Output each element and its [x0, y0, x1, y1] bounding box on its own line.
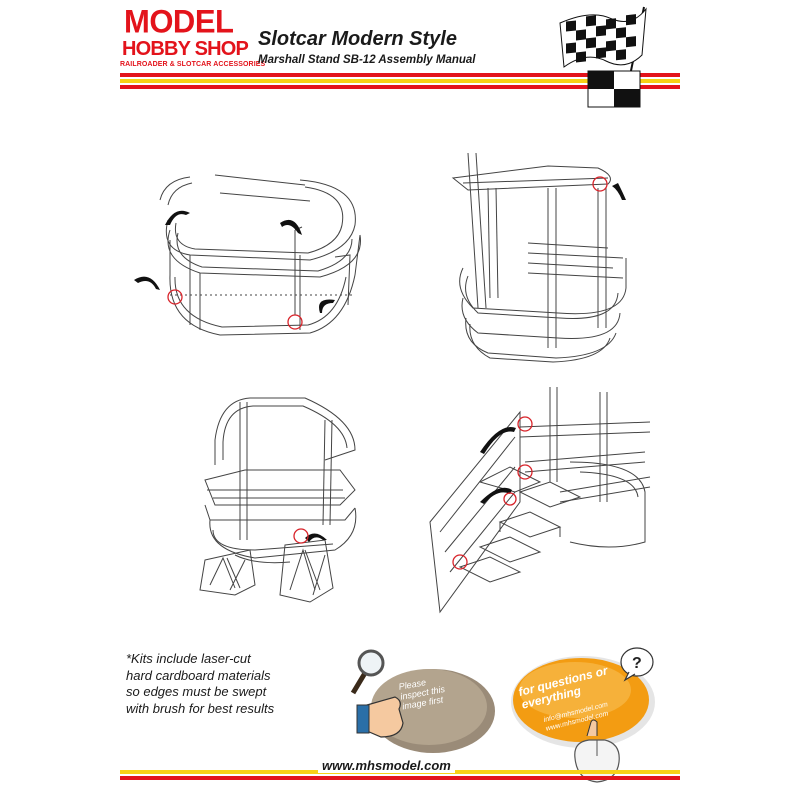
kit-note-line: *Kits include laser-cut: [126, 651, 251, 666]
footer-stripe-red: [120, 776, 680, 780]
page-subtitle: Marshall Stand SB-12 Assembly Manual: [258, 54, 476, 66]
assembly-step-4-drawing: [420, 382, 651, 614]
checkered-flag-icon: [552, 5, 692, 110]
logo-hobby-shop-text: HOBBY SHOP: [122, 38, 249, 60]
footer-website-link[interactable]: www.mhsmodel.com: [318, 758, 455, 773]
page-title: Slotcar Modern Style: [258, 28, 457, 50]
contact-badge: ?: [505, 640, 675, 795]
logo-tagline: RAILROADER & SLOTCAR ACCESSORIES: [120, 61, 266, 68]
question-speech-icon: ?: [620, 647, 654, 682]
header-stripe-yellow: [120, 79, 680, 83]
logo-model-text: MODEL: [124, 3, 234, 40]
magnifier-thumbs-up-icon: [350, 649, 495, 753]
kit-note-line: hard cardboard materials: [126, 667, 271, 683]
kit-note: *Kits include laser-cut hard cardboard m…: [126, 651, 326, 717]
assembly-step-1-drawing: [130, 165, 365, 350]
header-stripe-red: [120, 73, 680, 77]
kit-note-line: with brush for best results: [126, 700, 275, 716]
assembly-step-3-drawing: [195, 390, 375, 615]
kit-note-line: so edges must be swept: [126, 684, 267, 699]
header-stripe-red-2: [120, 85, 680, 89]
inspect-badge: [345, 645, 495, 760]
assembly-step-2-drawing: [448, 148, 638, 370]
svg-text:?: ?: [632, 655, 642, 672]
